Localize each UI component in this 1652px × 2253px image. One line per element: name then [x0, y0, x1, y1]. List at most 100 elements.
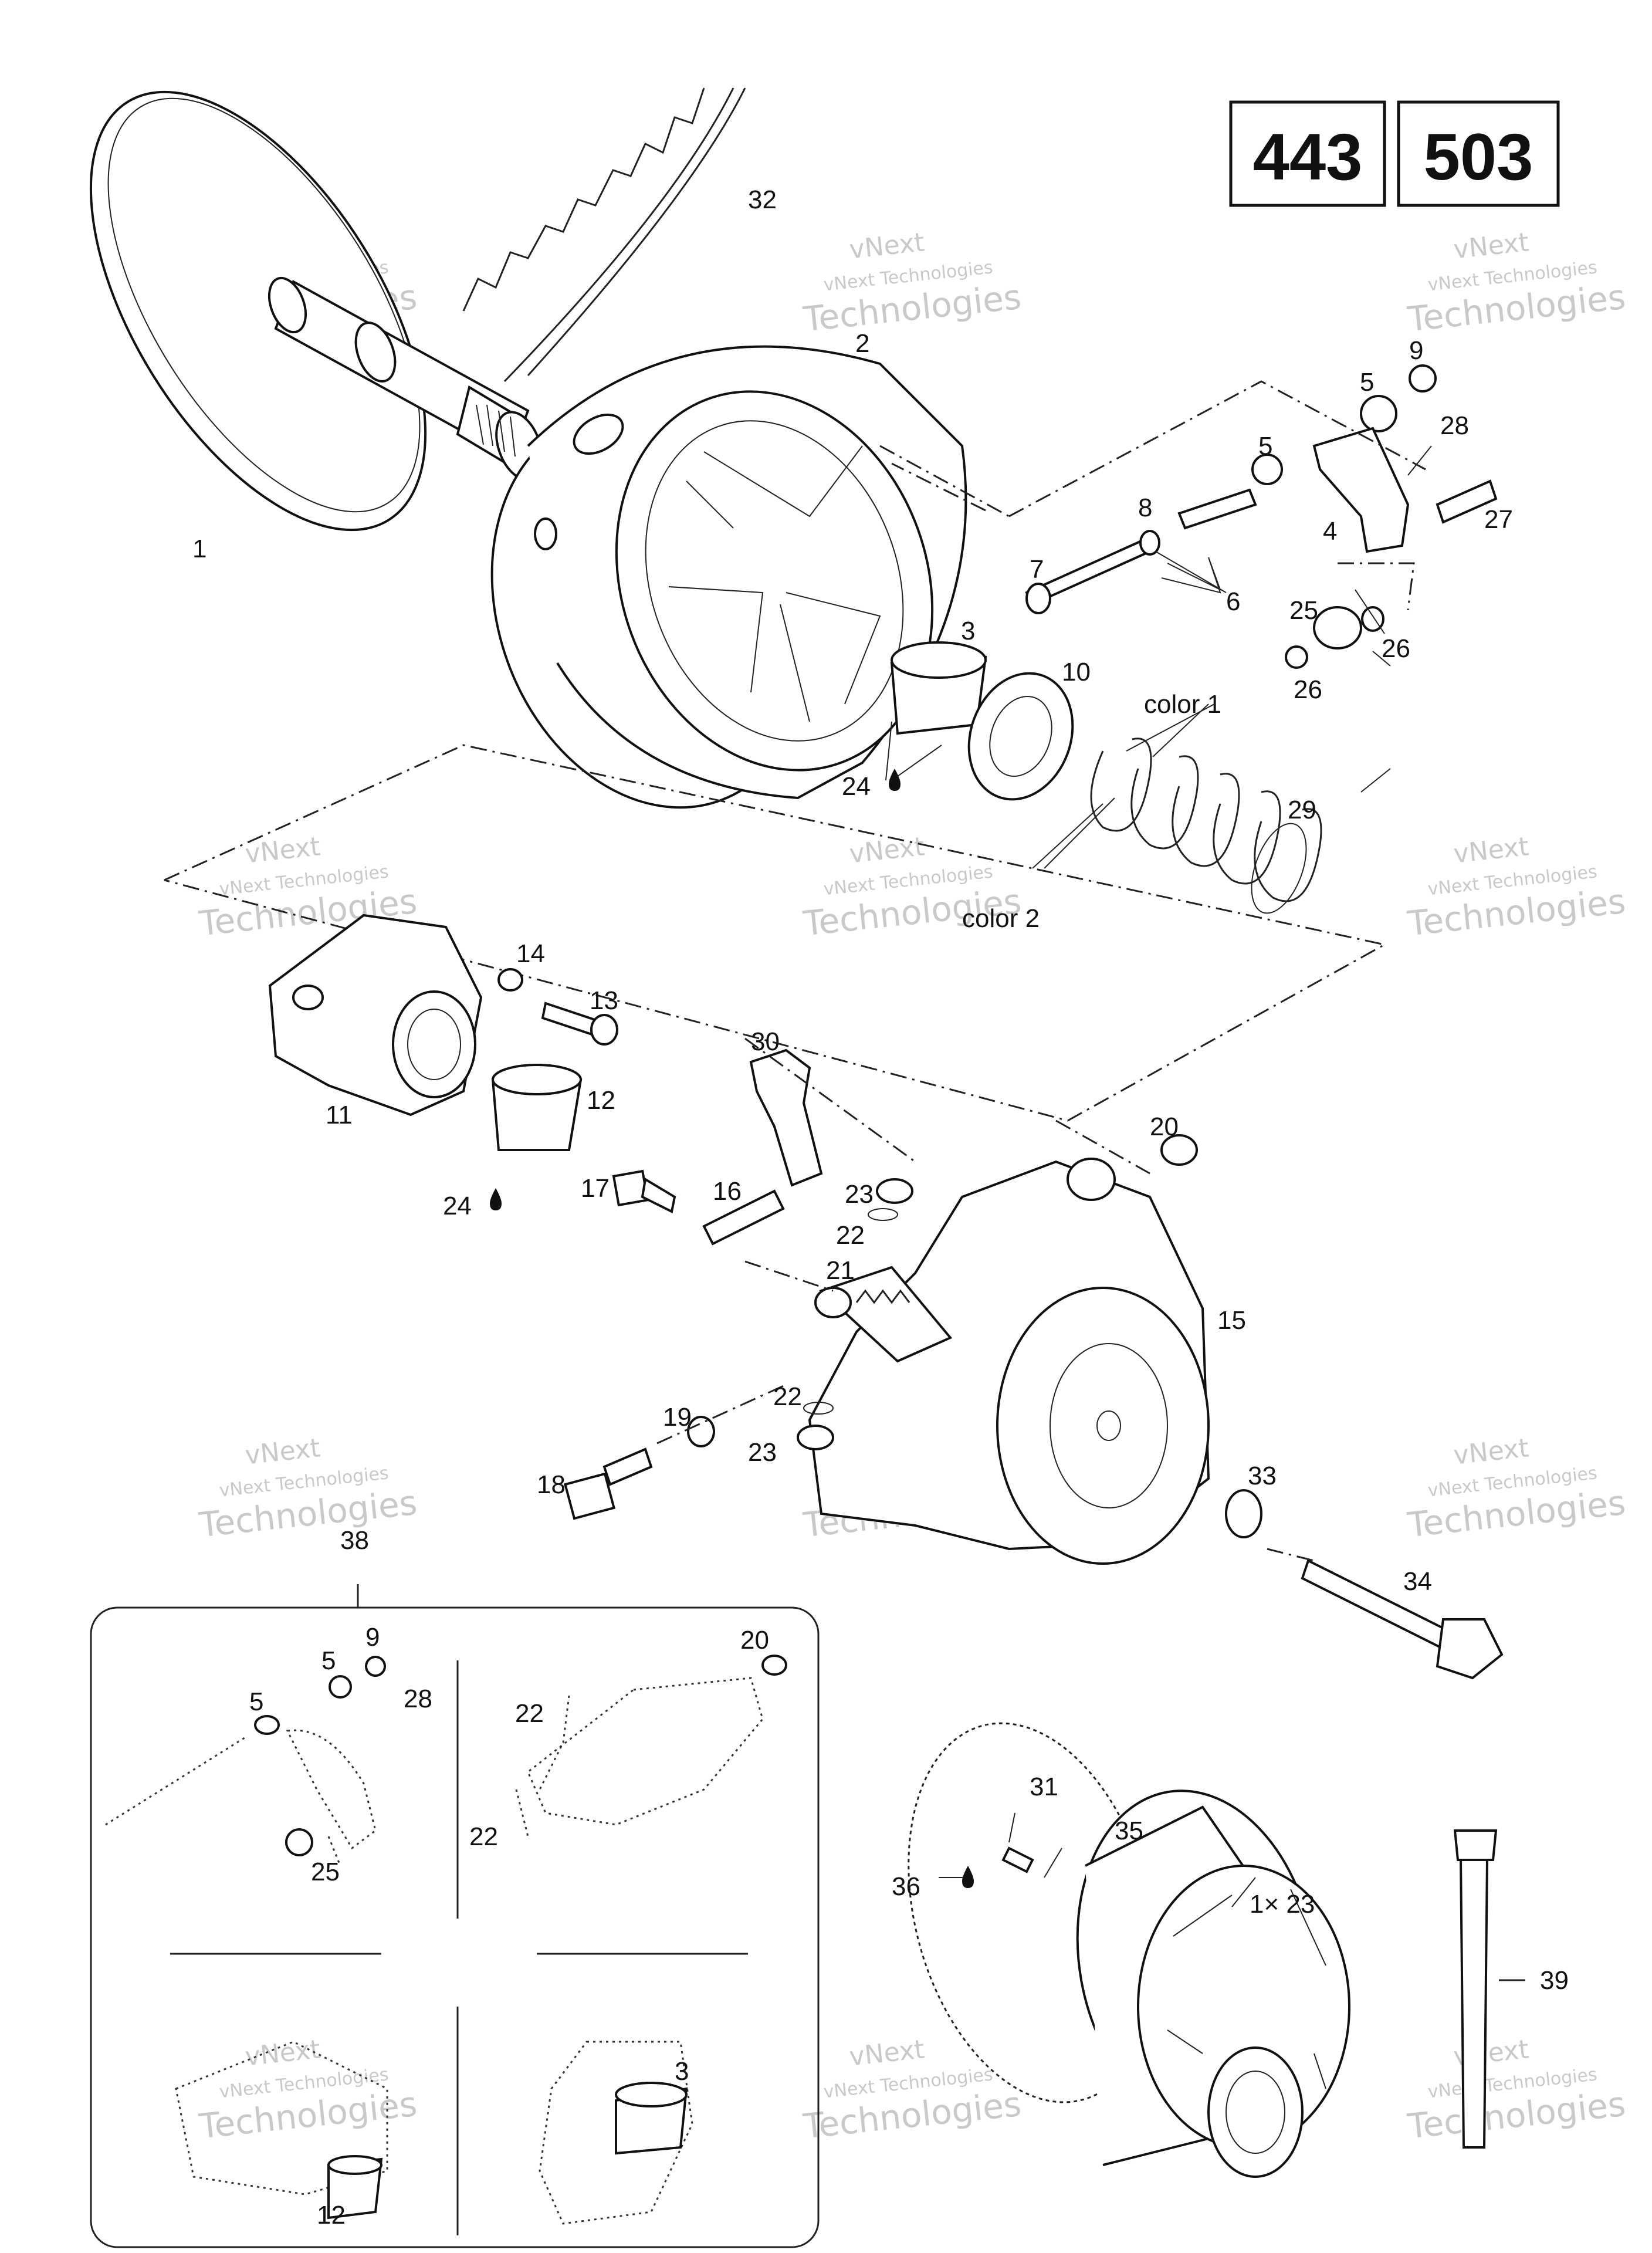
part-39-bolt — [1453, 1829, 1525, 2149]
part-13-screw — [541, 1002, 618, 1046]
upper-lever-hardware — [879, 364, 1498, 669]
watermark: vNext vNext Technologies Technologies — [197, 2034, 419, 2146]
part-16-pin — [702, 1189, 785, 1246]
callout-26a: 26 — [1382, 634, 1410, 663]
part-14-washer — [497, 968, 523, 992]
callout-10: 10 — [1062, 658, 1091, 686]
callout-16: 16 — [713, 1177, 742, 1206]
part-2-housing — [490, 345, 967, 809]
model-box-443 — [1229, 100, 1386, 207]
callout-11: 11 — [326, 1101, 353, 1129]
callout-12: 12 — [587, 1086, 615, 1115]
callout-2: 2 — [855, 329, 869, 358]
svg-text:vNext: vNext — [848, 227, 926, 265]
callout-18: 18 — [537, 1470, 566, 1499]
callout-23a: 23 — [845, 1180, 874, 1209]
callout-color-2: color 2 — [962, 904, 1040, 933]
watermark: vNext vNext Technologies Technologies — [1405, 1433, 1627, 1545]
callout-24a: 24 — [842, 772, 871, 801]
callout-3: 3 — [961, 617, 975, 645]
part-29-spring — [1090, 738, 1322, 914]
callout-33: 33 — [1248, 1462, 1277, 1490]
inset-callout-12: 12 — [317, 2201, 346, 2230]
part-18-bolt — [563, 1447, 653, 1520]
watermark: vNext vNext Technologies Technologies — [1405, 2034, 1627, 2146]
svg-text:vNext: vNext — [1452, 1433, 1530, 1470]
callout-4: 4 — [1323, 517, 1337, 546]
callout-22a: 22 — [836, 1221, 865, 1250]
part-20-roller — [1160, 1134, 1198, 1166]
part-22-ring-upper — [868, 1208, 898, 1221]
inset-callout-20: 20 — [740, 1626, 769, 1655]
svg-text:vNext: vNext — [848, 831, 926, 869]
svg-text:vNext: vNext — [243, 1433, 321, 1470]
callout-31: 31 — [1030, 1772, 1058, 1801]
inset-callout-9: 9 — [365, 1623, 380, 1652]
svg-text:vNext: vNext — [243, 2034, 321, 2072]
model-number-503: 503 — [1424, 120, 1533, 194]
callout-30: 30 — [751, 1027, 780, 1056]
ring-gear-assembly — [908, 1722, 1350, 2178]
callout-24b: 24 — [443, 1192, 472, 1220]
callout-27: 27 — [1484, 505, 1513, 534]
assembly-outline — [164, 744, 1387, 1122]
part-3-bushing — [890, 641, 987, 735]
callout-9: 9 — [1409, 336, 1423, 365]
callout-13: 13 — [590, 986, 618, 1015]
svg-text:vNext: vNext — [1452, 227, 1530, 265]
callout-21: 21 — [826, 1256, 855, 1285]
callout-34: 34 — [1403, 1567, 1432, 1596]
centerline — [656, 462, 1315, 1562]
part-19-washer — [687, 1416, 715, 1447]
callout-labels: 1 2 3 4 5 5 6 7 8 9 10 11 12 13 14 15 16… — [192, 185, 1569, 2230]
part-34-bolt — [1301, 1559, 1504, 1680]
callout-5b: 5 — [1258, 432, 1272, 461]
inset-38 — [90, 1584, 820, 2248]
callout-14: 14 — [516, 939, 545, 968]
part-10-washer — [967, 672, 1074, 801]
part-23-cap-upper — [876, 1178, 913, 1204]
inset-callout-22b: 22 — [469, 1822, 498, 1851]
callout-26b: 26 — [1294, 675, 1322, 704]
model-number-443: 443 — [1253, 120, 1363, 194]
oil-drop-icon — [962, 1866, 974, 1888]
watermark: vNext vNext Technologies Technologies — [1405, 227, 1627, 339]
callout-32: 32 — [748, 185, 777, 214]
part-15-spider — [808, 1158, 1210, 1565]
callout-5a: 5 — [1360, 368, 1374, 397]
callout-28: 28 — [1440, 411, 1469, 440]
callout-19: 19 — [663, 1403, 692, 1432]
watermark: vNext vNext Technologies Technologies — [801, 227, 1023, 339]
oil-drop-icon — [889, 769, 901, 791]
oil-drop-icon — [490, 1188, 502, 1210]
callout-1: 1 — [192, 535, 206, 563]
callout-15: 15 — [1217, 1306, 1246, 1335]
part-1-fixed-sheave — [89, 90, 543, 532]
callout-23b: 23 — [748, 1438, 777, 1467]
callout-22b: 22 — [773, 1382, 802, 1411]
svg-text:vNext: vNext — [243, 831, 321, 869]
callout-1x23: 1× 23 — [1250, 1890, 1315, 1919]
callout-20: 20 — [1150, 1112, 1179, 1141]
watermark: vNext vNext Technologies Technologies — [1405, 831, 1627, 943]
watermark: vNext vNext Technologies Technologies — [197, 1433, 419, 1545]
callout-36: 36 — [892, 1872, 920, 1901]
leader-lines — [885, 551, 1391, 1907]
callout-35: 35 — [1115, 1816, 1143, 1845]
callout-8: 8 — [1138, 493, 1152, 522]
callout-39: 39 — [1540, 1966, 1569, 1995]
inset-callout-5b: 5 — [249, 1687, 263, 1716]
watermark: vNext vNext Technologies Technologies — [801, 2034, 1023, 2146]
part-33-washer — [1225, 1489, 1262, 1538]
inset-callout-3: 3 — [675, 2057, 689, 2086]
model-number-boxes: 443 503 — [1229, 100, 1560, 207]
part-22-ring-lower — [803, 1402, 834, 1415]
callout-25: 25 — [1289, 596, 1318, 625]
inset-callout-22a: 22 — [515, 1699, 544, 1728]
model-box-503 — [1397, 100, 1560, 207]
part-12-bushing — [491, 1064, 583, 1151]
inset-callout-28: 28 — [404, 1684, 432, 1713]
inset-callout-5a: 5 — [321, 1646, 336, 1675]
part-11-block — [268, 914, 483, 1117]
